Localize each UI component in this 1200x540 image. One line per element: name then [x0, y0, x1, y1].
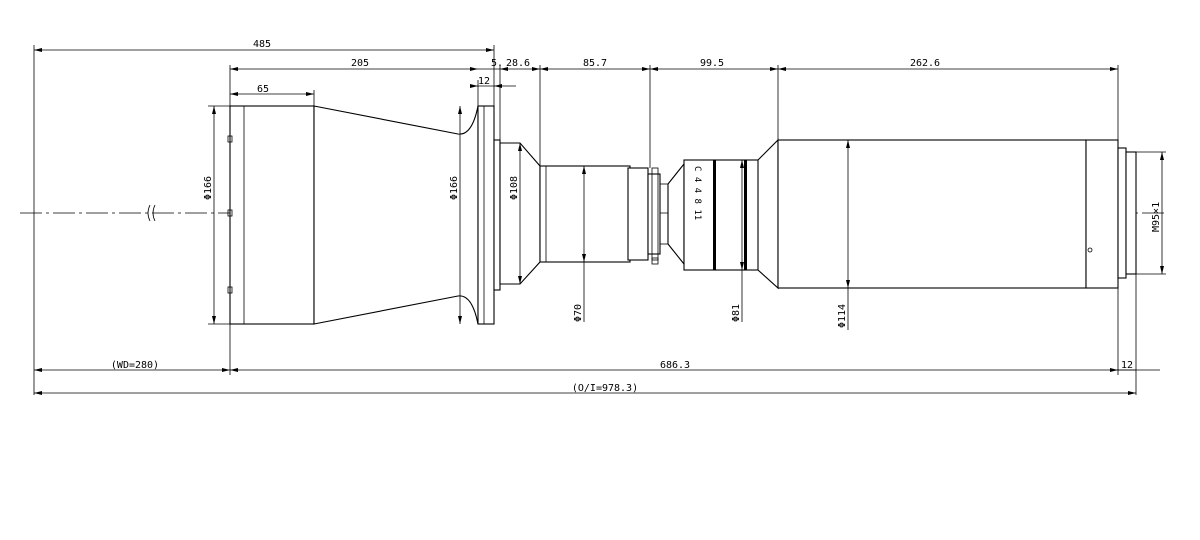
tapered-body: [313, 105, 479, 325]
dim-5: 5.: [491, 58, 503, 69]
dim-205: 205: [351, 58, 369, 69]
dia-rear: Φ114: [837, 304, 848, 328]
mount-ring: [651, 167, 659, 261]
rear-marker: [1087, 247, 1093, 253]
arrowheads: [34, 48, 1164, 395]
dim-99-5: 99.5: [700, 58, 724, 69]
dia-flange: Φ166: [449, 176, 460, 200]
rear-taper: [757, 138, 779, 290]
dim-wd: (WD=280): [111, 360, 159, 371]
tube-rear: [627, 167, 649, 261]
rear-barrel: [777, 139, 1087, 289]
dia-front: Φ166: [203, 176, 214, 200]
iris-ring-2: [744, 160, 747, 270]
collar: [493, 139, 501, 291]
dia-cone: Φ108: [509, 176, 520, 200]
mount: [647, 173, 661, 255]
tube: [539, 165, 631, 263]
dim-262-6: 262.6: [910, 58, 940, 69]
thread-spec: M95×1: [1151, 202, 1162, 232]
dim-total: (O/I=978.3): [572, 383, 638, 394]
flange: [477, 105, 495, 325]
dim-85-7: 85.7: [583, 58, 607, 69]
rear-thread: [1125, 151, 1137, 275]
dim-12-rear: 12: [1121, 360, 1133, 371]
dia-iris: Φ81: [731, 304, 742, 322]
break-mark: [147, 204, 156, 222]
front-screw-2: [227, 209, 233, 217]
front-barrel: [229, 105, 315, 325]
dim-485: 485: [253, 39, 271, 50]
iris-front-taper: [667, 162, 685, 266]
iris-ring-1: [713, 160, 716, 270]
front-screw-3: [227, 286, 233, 294]
dim-12-flange: 12: [478, 76, 490, 87]
rear-thread-collar: [1117, 147, 1127, 279]
dim-686-3: 686.3: [660, 360, 690, 371]
front-screw-1: [227, 135, 233, 143]
mount-pin: [651, 257, 659, 265]
dim-28-6: 28.6: [506, 58, 530, 69]
iris-markings: C 4 4 8 11: [692, 166, 702, 220]
dia-tube: Φ70: [573, 304, 584, 322]
dimension-lines: [33, 45, 1166, 395]
dim-65: 65: [257, 84, 269, 95]
rear-end: [1085, 139, 1119, 289]
